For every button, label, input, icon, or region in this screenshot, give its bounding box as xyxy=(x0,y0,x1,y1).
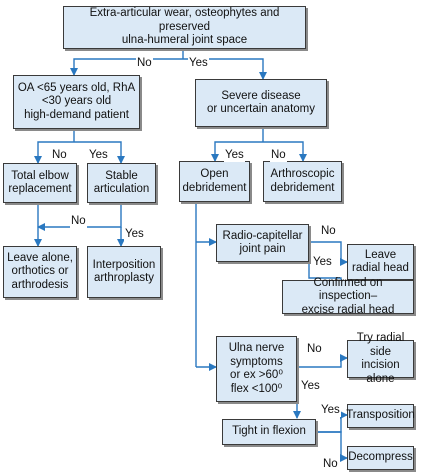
box-transposition: Transposition xyxy=(346,404,415,428)
box-root: Extra-articular wear, osteophytes and pr… xyxy=(63,6,306,49)
edge-tight-yes xyxy=(316,411,348,433)
box-arthro-deb: Arthroscopic debridement xyxy=(263,161,342,202)
edge-ulna-no xyxy=(297,354,348,368)
edge-root-yes xyxy=(183,58,267,80)
edge-root-no xyxy=(70,58,183,76)
box-radio-cap: Radio-capitellar joint pain xyxy=(216,224,309,262)
label-yes-stable: Yes xyxy=(124,228,145,241)
label-no-ulna: No xyxy=(306,343,323,356)
box-ulna-nerve: Ulna nerve symptoms or ex >60⁰ flex <100… xyxy=(216,336,297,402)
box-total-elbow: Total elbow replacement xyxy=(3,163,77,203)
edge-oa-no xyxy=(34,141,74,164)
label-yes-ulna: Yes xyxy=(300,380,321,393)
box-stable: Stable articulation xyxy=(87,163,156,203)
edge-tight-no xyxy=(316,431,348,462)
label-no-radio: No xyxy=(320,225,337,238)
label-yes-root: Yes xyxy=(188,57,209,70)
label-yes-tight: Yes xyxy=(320,404,341,417)
label-no-root: No xyxy=(136,57,153,70)
label-no-oa: No xyxy=(51,149,68,162)
box-tight-flex: Tight in flexion xyxy=(222,419,316,445)
box-open-deb: Open debridement xyxy=(179,161,250,202)
box-severe: Severe disease or uncertain anatomy xyxy=(195,79,327,127)
box-decompress: Decompress xyxy=(347,446,414,470)
label-no-stable: No xyxy=(70,215,87,228)
edge-oa-yes xyxy=(74,141,125,164)
label-no-severe: No xyxy=(270,149,287,162)
edge-severe-no xyxy=(263,141,307,162)
box-leave-alone: Leave alone, orthotics or arthrodesis xyxy=(3,246,77,298)
box-try-radial: Try radial side incision alone xyxy=(347,332,414,385)
box-interposition: Interposition arthroplasty xyxy=(87,246,161,298)
label-no-tight: No xyxy=(322,458,339,471)
edge-severe-yes xyxy=(211,141,263,162)
box-leave-radial: Leave radial head xyxy=(347,244,414,280)
label-yes-radio: Yes xyxy=(312,256,333,269)
box-oa-age: OA <65 years old, RhA <30 years old high… xyxy=(13,75,140,129)
box-confirmed: Confirmed on inspection– excise radial h… xyxy=(282,277,414,316)
label-yes-oa: Yes xyxy=(88,149,109,162)
edge-radio-no xyxy=(309,241,348,266)
label-yes-severe: Yes xyxy=(224,149,245,162)
